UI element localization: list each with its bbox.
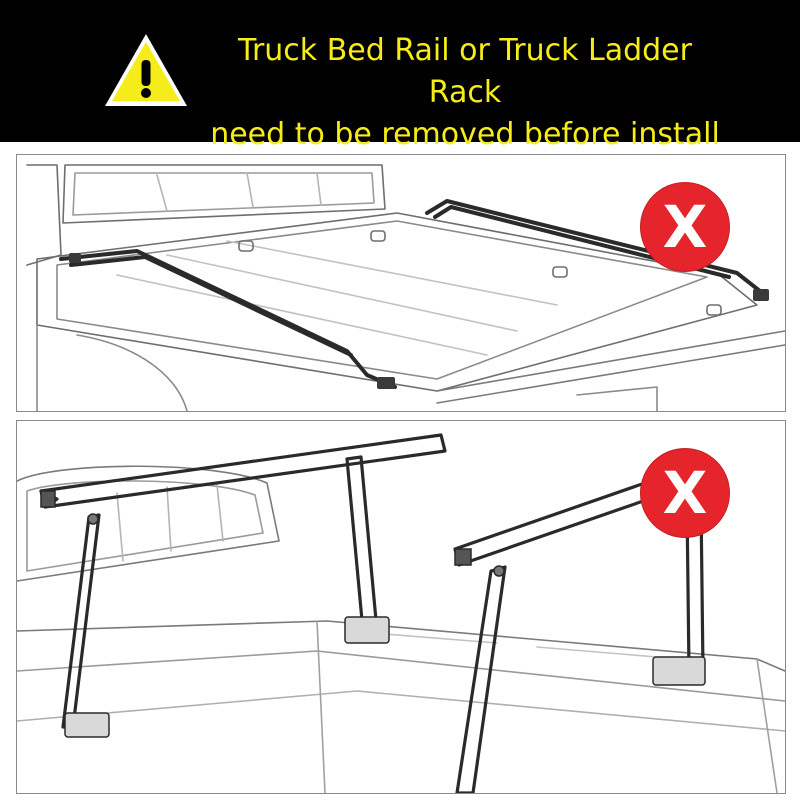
banner-line-2: need to be removed before install — [210, 117, 720, 152]
banner-message: Truck Bed Rail or Truck Ladder Rack need… — [200, 30, 730, 156]
bed-rail-panel: X — [16, 154, 786, 412]
warning-triangle-icon — [105, 34, 187, 106]
warning-banner: Truck Bed Rail or Truck Ladder Rack need… — [0, 0, 800, 152]
truck-bed-rail-illustration — [26, 164, 785, 411]
banner-line-1: Truck Bed Rail or Truck Ladder Rack — [238, 33, 692, 110]
not-allowed-badge: X — [641, 449, 729, 537]
ladder-rack-panel: X — [16, 420, 786, 794]
not-allowed-badge: X — [641, 183, 729, 271]
